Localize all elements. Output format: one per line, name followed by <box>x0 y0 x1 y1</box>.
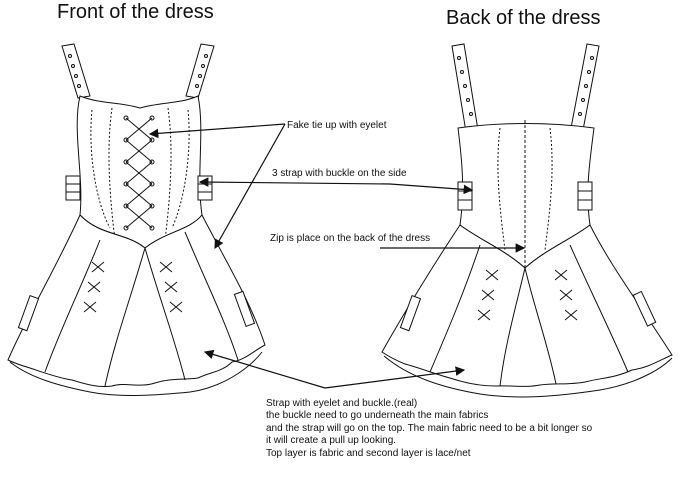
annotation-arrows <box>148 123 526 389</box>
back-dress-title: Back of the dress <box>446 7 601 29</box>
fake-tie-label: Fake tie up with eyelet <box>287 120 387 131</box>
arrow-tie-front <box>148 123 286 139</box>
strap-note: Strap with eyelet and buckle.(real) the … <box>266 398 592 460</box>
arrow-tie-skirt <box>214 123 286 250</box>
arrow-note-back <box>324 366 466 389</box>
strap-buckle-label: 3 strap with buckle on the side <box>272 168 407 179</box>
note-line: Top layer is fabric and second layer is … <box>266 447 471 459</box>
front-dress-title: Front of the dress <box>57 1 214 23</box>
note-line: it will create a pull up looking. <box>266 435 397 447</box>
zip-label: Zip is place on the back of the dress <box>270 233 431 244</box>
note-line: and the strap will go on the top. The ma… <box>266 422 593 434</box>
arrow-strap-back <box>389 183 474 195</box>
front-skirt <box>7 214 266 387</box>
note-line: the buckle need to go underneath the mai… <box>266 410 489 422</box>
back-dress-drawing <box>381 43 673 398</box>
note-line: Strap with eyelet and buckle.(real) <box>266 398 418 409</box>
back-skirt <box>381 224 673 387</box>
back-right-strap <box>570 43 600 131</box>
arrow-strap-front <box>198 177 391 187</box>
front-right-strap <box>185 43 215 99</box>
front-lacing <box>123 115 155 231</box>
back-left-strap <box>451 43 479 133</box>
front-left-strap <box>61 43 91 99</box>
arrow-note-front <box>203 349 326 389</box>
front-dress-drawing <box>7 43 266 396</box>
